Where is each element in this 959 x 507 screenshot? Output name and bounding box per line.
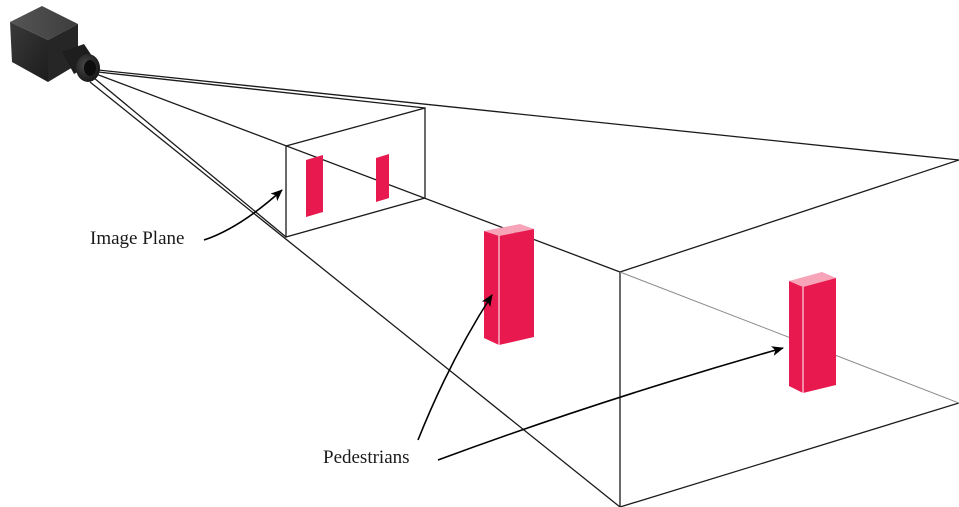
projected-pedestrian-1 (306, 155, 323, 217)
pedestrian-near-top (484, 224, 534, 236)
far-plane-bottom-edge (619, 402, 959, 507)
frustum-ray-plane-top (97, 71, 426, 109)
image-plane-arrow (203, 189, 283, 241)
camera-lens-glass (84, 60, 96, 76)
pedestrian-near-side (484, 231, 499, 345)
image-plane (285, 107, 426, 238)
pedestrian-far-top (789, 272, 836, 287)
projected-pedestrian-2 (376, 154, 389, 202)
pedestrian-far-arrow (437, 346, 784, 461)
far-plane-top-edge (619, 159, 959, 273)
frustum-ray-to-plane (93, 77, 287, 238)
pedestrians-label: Pedestrians (323, 447, 410, 468)
pedestrian-far-front (803, 278, 836, 393)
pedestrian-far (789, 272, 836, 393)
pedestrian-near-arrow (417, 294, 493, 441)
camera-body-side (10, 22, 48, 82)
frustum-ray-top (97, 69, 959, 161)
image-plane-frame (285, 107, 426, 238)
image-plane-label: Image Plane (90, 228, 184, 249)
camera-icon (10, 6, 100, 82)
pedestrian-near-front (499, 229, 534, 345)
annotation-arrows (203, 189, 784, 461)
frustum-ray-bottom (89, 81, 621, 507)
pedestrian-far-side (789, 281, 803, 393)
camera-body-top (10, 6, 78, 40)
pedestrian-near (484, 224, 534, 345)
